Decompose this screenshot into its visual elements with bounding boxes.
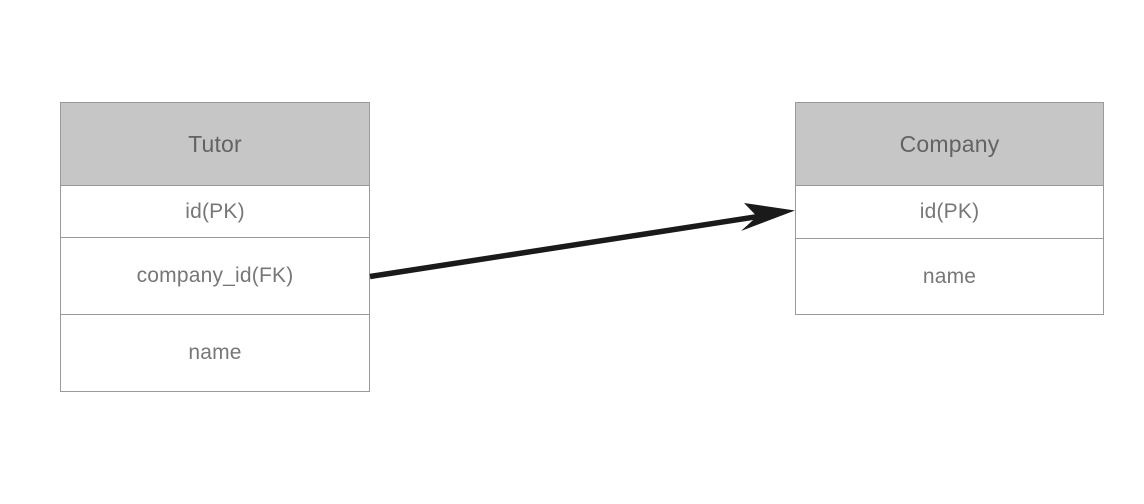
entity-table-tutor[interactable]: Tutor id(PK) company_id(FK) name: [60, 102, 370, 392]
entity-field-tutor-id[interactable]: id(PK): [61, 186, 369, 238]
entity-title-company: Company: [796, 103, 1103, 186]
entity-table-company[interactable]: Company id(PK) name: [795, 102, 1104, 315]
relationship-line: [369, 212, 769, 280]
entity-field-company-id[interactable]: id(PK): [796, 186, 1103, 239]
entity-field-tutor-company-id[interactable]: company_id(FK): [61, 238, 369, 315]
entity-field-company-name[interactable]: name: [796, 239, 1103, 314]
relationship-arrow-tutor-to-company: [369, 203, 795, 280]
entity-title-tutor: Tutor: [61, 103, 369, 186]
entity-field-tutor-name[interactable]: name: [61, 315, 369, 391]
arrowhead-icon: [741, 203, 795, 231]
